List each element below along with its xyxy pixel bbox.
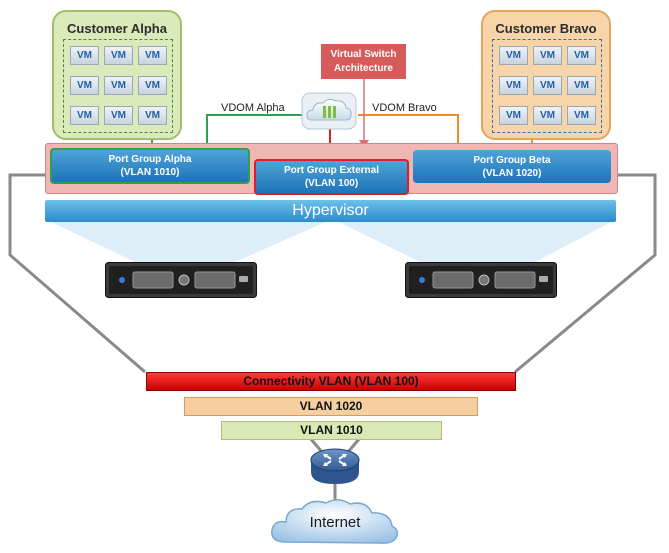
vm-icon: VM [567,106,596,125]
hypervisor-beam-left [47,220,330,262]
virtual-switch-label: Virtual Switch Architecture [321,44,406,79]
port-group-external-vlan: (VLAN 100) [304,178,359,189]
vm-icon: VM [499,106,528,125]
vlan-connectivity-bar: Connectivity VLAN (VLAN 100) [146,372,516,391]
vm-icon: VM [70,106,99,125]
router-link-right [346,437,362,453]
port-group-beta-vlan: (VLAN 1020) [482,167,542,179]
server-left-icon [105,262,257,298]
customer-alpha-title: Customer Alpha [67,21,167,36]
vm-icon: VM [499,46,528,65]
vm-icon: VM [138,46,167,65]
virtual-switch-label-line2: Architecture [334,63,393,74]
vm-icon: VM [104,76,133,95]
vdom-alpha-label: VDOM Alpha [221,102,285,114]
port-group-external-name: Port Group External [283,165,379,176]
customer-bravo-vm-group: VM VM VM VM VM VM VM VM VM [492,39,602,133]
vm-icon: VM [138,76,167,95]
trunk-left [8,173,146,374]
port-group-alpha-name: Port Group Alpha [108,154,192,165]
server-right-icon [405,262,557,298]
vm-icon: VM [70,76,99,95]
vdom-bravo-link [358,114,459,151]
hypervisor-beam-right [335,220,615,262]
virtual-switch-label-line1: Virtual Switch [330,49,397,60]
port-group-external: Port Group External (VLAN 100) [254,159,409,195]
customer-alpha-panel: Customer Alpha VM VM VM VM VM VM VM VM V… [52,10,182,140]
vlan-1010-bar: VLAN 1010 [221,421,442,440]
vdom-bravo-label: VDOM Bravo [372,102,437,114]
vm-icon: VM [70,46,99,65]
vm-icon: VM [533,76,562,95]
firewall-appliance-icon [301,92,357,130]
router-icon [309,446,361,486]
port-group-beta: Port Group Beta (VLAN 1020) [413,150,611,183]
vlan-1020-bar: VLAN 1020 [184,397,478,416]
vm-icon: VM [104,46,133,65]
customer-bravo-title: Customer Bravo [495,21,597,36]
customer-alpha-vm-group: VM VM VM VM VM VM VM VM VM [63,39,173,133]
port-group-beta-name: Port Group Beta [473,154,551,166]
internet-cloud-icon: Internet [268,496,402,548]
port-group-alpha: Port Group Alpha (VLAN 1010) [50,148,250,184]
internet-label: Internet [309,514,361,531]
router-link-left [308,437,324,453]
vm-icon: VM [499,76,528,95]
vm-icon: VM [567,76,596,95]
hypervisor-bar: Hypervisor [45,200,616,222]
port-group-alpha-vlan: (VLAN 1010) [120,167,180,178]
trunk-right [514,173,657,374]
vm-icon: VM [533,46,562,65]
vm-icon: VM [104,106,133,125]
vm-icon: VM [138,106,167,125]
vm-icon: VM [533,106,562,125]
customer-bravo-panel: Customer Bravo VM VM VM VM VM VM VM VM V… [481,10,611,140]
vm-icon: VM [567,46,596,65]
vdom-alpha-link [206,114,305,151]
